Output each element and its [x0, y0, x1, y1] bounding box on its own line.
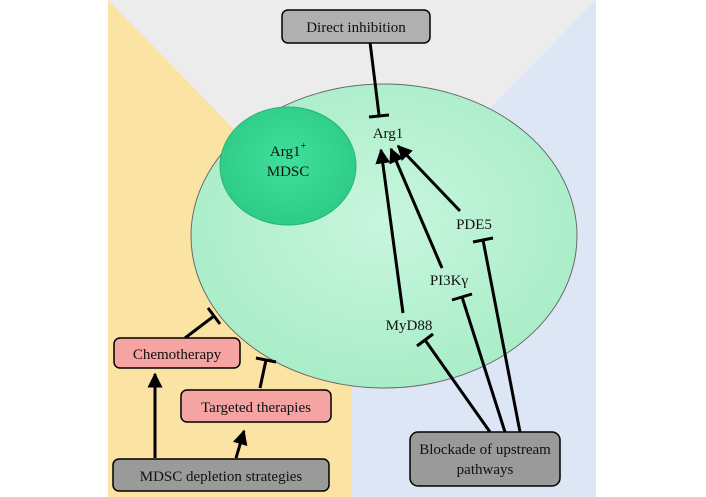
node-myd88: MyD88 — [386, 318, 433, 334]
inhibit-pde5-bar — [472, 236, 494, 244]
box-mdsc-depletion: MDSC depletion strategies — [112, 458, 330, 492]
inhibit-direct-bar — [368, 113, 390, 119]
arrow-pde5-to-arg1 — [396, 144, 462, 213]
box-chemotherapy: Chemotherapy — [113, 337, 241, 369]
inhibit-blockade-to-myd88 — [423, 339, 492, 433]
node-pi3k: PI3Kγ — [430, 273, 469, 289]
inhibit-myd88-bar — [416, 332, 434, 348]
arrow-pi3k-to-arg1 — [389, 147, 444, 269]
node-pde5: PDE5 — [456, 217, 492, 233]
inhibit-blockade-to-pde5 — [481, 239, 522, 433]
box-chemotherapy-label: Chemotherapy — [133, 347, 222, 363]
inhibit-pi3k-bar — [451, 292, 473, 302]
nucleus-superscript: + — [300, 141, 306, 152]
inhibit-chemo-bar — [206, 307, 222, 325]
inhibit-blockade-to-pi3k — [460, 296, 507, 433]
nucleus-label: Arg1+ — [270, 141, 307, 160]
inhibit-targeted-to-cell — [258, 359, 268, 389]
box-targeted-therapies-label: Targeted therapies — [201, 400, 311, 416]
box-targeted-therapies: Targeted therapies — [180, 389, 332, 423]
inhibit-targeted-bar — [255, 356, 277, 364]
box-mdsc-depletion-label: MDSC depletion strategies — [140, 469, 303, 485]
nucleus-label-line2: MDSC — [267, 164, 310, 180]
box-blockade-label-line2: pathways — [457, 462, 514, 478]
box-direct-inhibition-label: Direct inhibition — [306, 20, 406, 36]
cell-nucleus — [219, 106, 357, 226]
box-blockade: Blockade of upstream pathways — [409, 431, 561, 487]
node-arg1: Arg1 — [373, 126, 404, 142]
arrow-myd88-to-arg1 — [375, 148, 405, 314]
arrow-depletion-to-targeted — [232, 429, 248, 459]
box-blockade-label-line1: Blockade of upstream — [419, 442, 551, 458]
inhibit-chemo-to-cell — [184, 314, 215, 340]
inhibit-direct-to-arg1 — [368, 41, 381, 116]
box-direct-inhibition: Direct inhibition — [281, 9, 431, 44]
